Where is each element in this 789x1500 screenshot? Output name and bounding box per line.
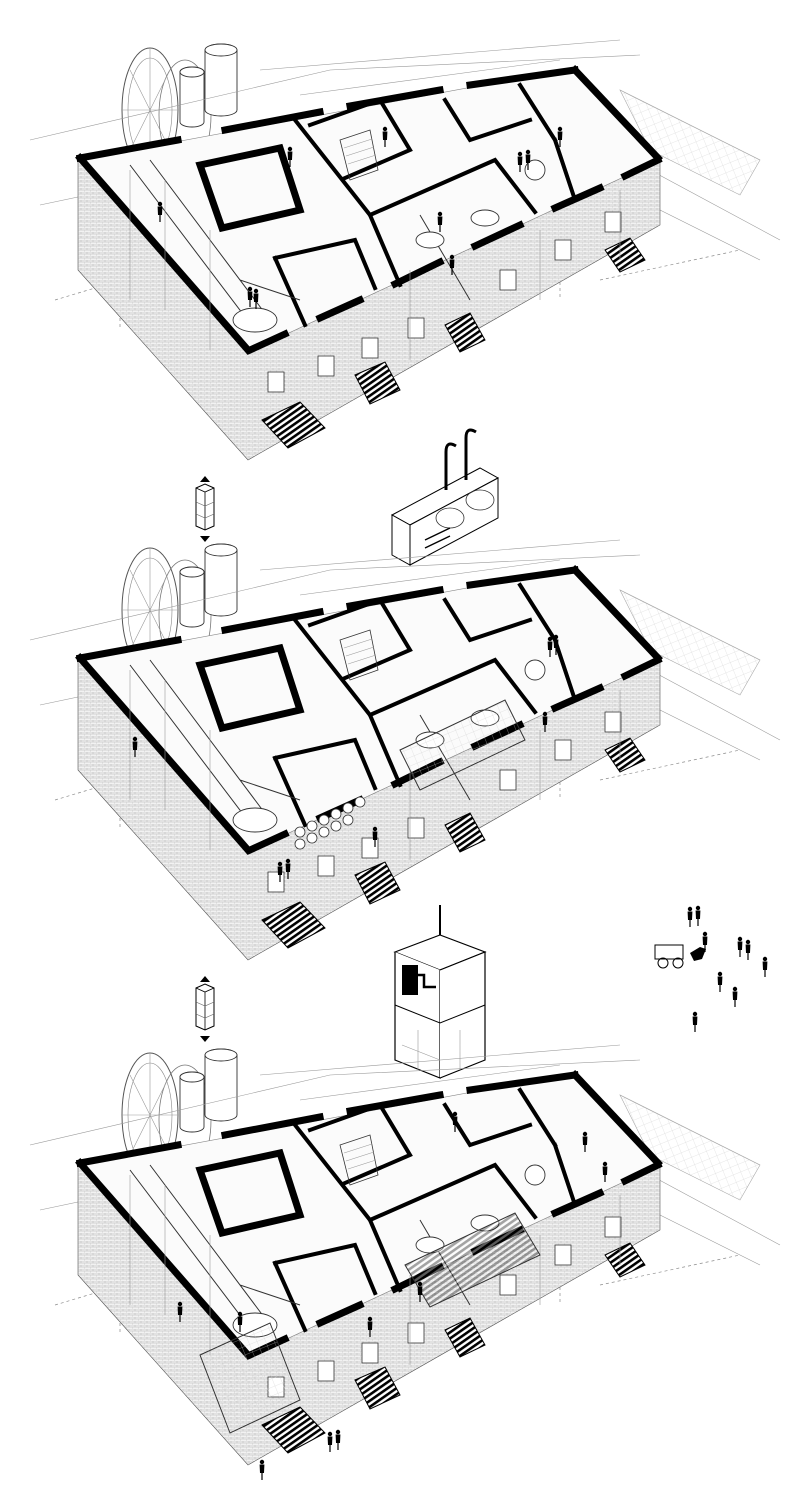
elevator-up-down-icon (195, 475, 215, 543)
lift-cage-icon (393, 905, 487, 1079)
floor-plate-upper (30, 40, 780, 460)
elevator-up-down-icon (195, 975, 215, 1043)
tank-cabinet-icon (390, 428, 500, 566)
horse-carriage (654, 944, 706, 969)
ramp-floor (399, 699, 526, 791)
covered-courtyard (199, 1322, 301, 1434)
level-upper-floor (30, 40, 780, 460)
floor-plate-ground (30, 1045, 780, 1465)
level-ground-floor (30, 905, 780, 1480)
barrel-rack (294, 796, 366, 850)
level-middle-floor (30, 540, 780, 960)
